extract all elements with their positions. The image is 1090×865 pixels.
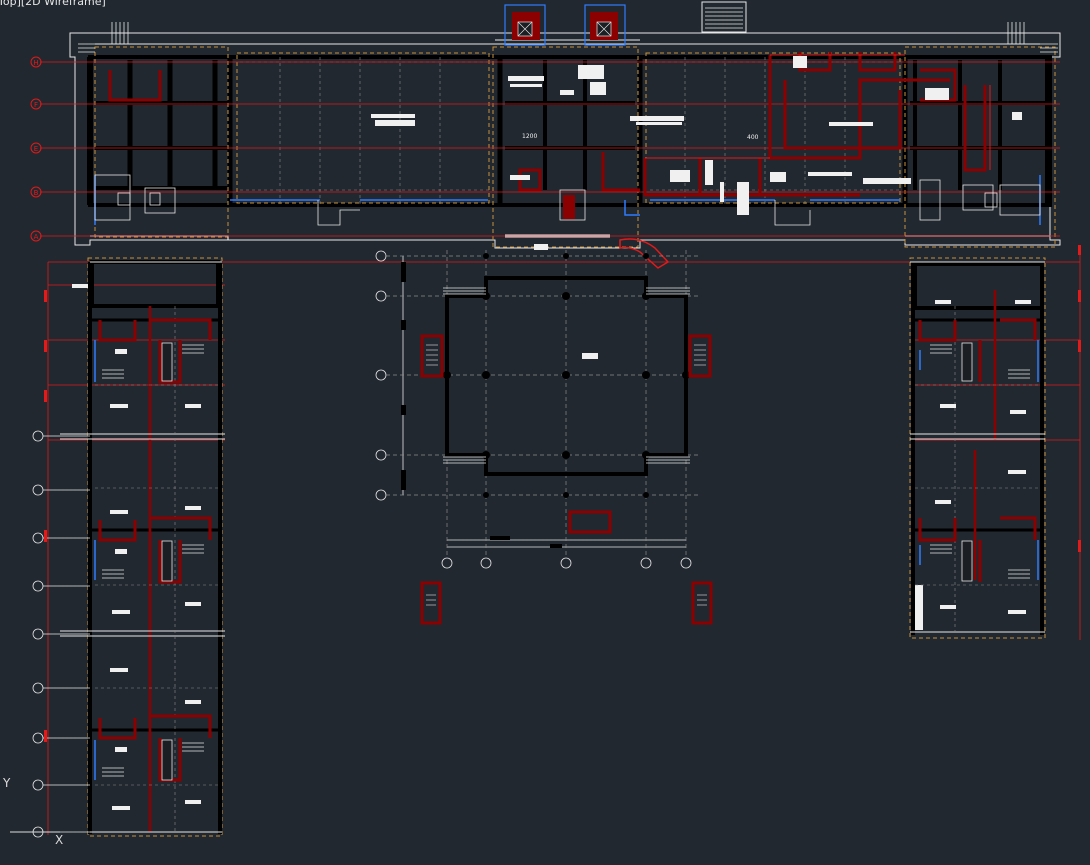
ucs-icon: X xyxy=(10,831,63,847)
room-tags-wings xyxy=(72,284,1031,810)
axis-bubble-a: A xyxy=(30,230,42,242)
stair-icon xyxy=(596,21,612,37)
stair-icon xyxy=(517,21,533,37)
stair-treads xyxy=(426,344,707,606)
ucs-x-label: X xyxy=(55,833,63,847)
wing-service-cores xyxy=(98,318,1037,782)
ucs-y-label: Y xyxy=(3,776,11,790)
room-tags-top xyxy=(371,56,1022,250)
axis-label-e: E xyxy=(34,145,38,153)
central-hall xyxy=(375,250,713,625)
wing-stair-icons xyxy=(102,344,1030,777)
axis-label-b: B xyxy=(34,189,39,197)
ramp-stairs xyxy=(317,200,811,269)
left-wing xyxy=(60,257,225,837)
axis-bubble-h: H xyxy=(30,56,42,68)
axis-label-h: H xyxy=(33,59,38,67)
lift-boxes xyxy=(117,192,998,219)
dimension-ticks xyxy=(44,245,1081,742)
right-wing xyxy=(909,257,1046,639)
room-label-1200: 1200 xyxy=(522,133,537,140)
viewport-controls-label[interactable]: Top][2D Wireframe] xyxy=(0,0,106,8)
red-rooms-top xyxy=(108,52,987,197)
axis-label-a: A xyxy=(34,233,39,241)
vertical-axis-bubbles xyxy=(32,430,90,838)
room-label-400: 400 xyxy=(747,134,759,141)
axis-bubble-f: F xyxy=(30,98,42,110)
stair-box xyxy=(94,174,1041,221)
axis-bubble-e: E xyxy=(30,142,42,154)
axis-grid xyxy=(40,61,1081,835)
axis-bubble-b: B xyxy=(30,186,42,198)
red-hatch-lines xyxy=(645,54,991,170)
wing-lifts xyxy=(161,342,973,781)
top-stair-towers xyxy=(78,1,1058,53)
axis-bubbles: H F E B A xyxy=(30,56,42,242)
axis-label-f: F xyxy=(34,101,38,109)
